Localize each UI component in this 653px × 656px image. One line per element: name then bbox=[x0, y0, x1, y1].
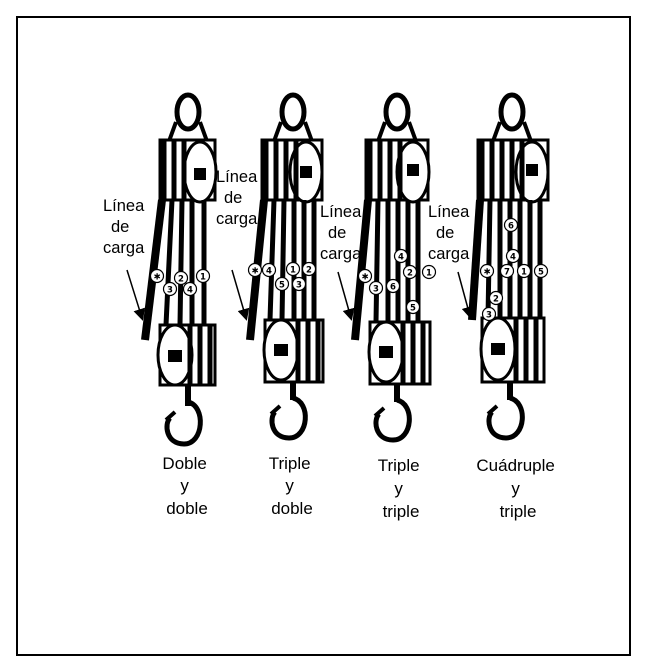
line-marker: 5 bbox=[410, 304, 416, 314]
caption-line: Triple bbox=[269, 454, 311, 473]
caption-line: Triple bbox=[378, 456, 420, 475]
line-marker: 5 bbox=[538, 268, 544, 278]
top-shackle bbox=[273, 95, 313, 144]
rope-lines bbox=[472, 200, 540, 320]
load-line-label: Línea de carga bbox=[216, 168, 262, 228]
hoist-caption: Triple y triple bbox=[378, 456, 425, 521]
line-marker: 1 bbox=[426, 269, 432, 279]
line-marker: 6 bbox=[390, 283, 396, 293]
caption-line: doble bbox=[271, 499, 313, 518]
line-marker: 2 bbox=[306, 266, 312, 276]
line-marker: 2 bbox=[178, 275, 184, 285]
load-line-label-word: carga bbox=[320, 245, 362, 263]
load-line-label-word: carga bbox=[216, 210, 258, 228]
upper-block bbox=[366, 140, 429, 202]
line-marker: ✱ bbox=[483, 268, 490, 278]
line-marker: ✱ bbox=[361, 273, 368, 283]
load-line-label: Línea de carga bbox=[103, 197, 149, 257]
line-marker: 7 bbox=[504, 268, 510, 278]
line-marker: 2 bbox=[407, 269, 413, 279]
lower-block bbox=[158, 325, 215, 385]
top-shackle bbox=[492, 95, 532, 144]
load-line-arrow bbox=[127, 270, 142, 318]
caption-line: y bbox=[285, 476, 294, 495]
hoist-caption: Triple y doble bbox=[269, 454, 316, 518]
line-marker: 3 bbox=[296, 281, 302, 291]
line-marker: 4 bbox=[266, 267, 272, 277]
line-marker: 5 bbox=[279, 281, 285, 291]
caption-line: triple bbox=[500, 502, 537, 521]
lower-block bbox=[264, 320, 323, 382]
bottom-hook bbox=[166, 386, 200, 444]
load-line-label-word: Línea bbox=[103, 197, 145, 215]
load-line-label: Línea de carga bbox=[428, 203, 474, 263]
load-line-label-word: de bbox=[436, 224, 454, 242]
top-shackle bbox=[168, 95, 208, 144]
line-marker: 4 bbox=[398, 253, 404, 263]
hoist-triple-double: Línea de carga ✱ 4 5 1 3 2 Triple y dobl… bbox=[216, 95, 323, 518]
hoist-triple-triple: Línea de carga ✱ 3 6 4 2 1 5 Triple y tr… bbox=[320, 95, 436, 521]
top-shackle bbox=[377, 95, 417, 144]
line-marker: 1 bbox=[521, 268, 527, 278]
line-marker: ✱ bbox=[251, 267, 258, 277]
bottom-hook bbox=[375, 385, 409, 440]
upper-block bbox=[478, 140, 548, 202]
load-line-label: Línea de carga bbox=[320, 203, 366, 263]
line-marker: 1 bbox=[200, 273, 206, 283]
line-marker: ✱ bbox=[153, 273, 160, 283]
line-marker: 6 bbox=[508, 222, 514, 232]
upper-block bbox=[160, 140, 216, 202]
bottom-hook bbox=[488, 383, 522, 438]
hoist-caption: Doble y doble bbox=[162, 454, 211, 518]
caption-line: y bbox=[394, 479, 403, 498]
load-line-label-word: Línea bbox=[216, 168, 258, 186]
load-line-label-word: Línea bbox=[320, 203, 362, 221]
line-marker: 4 bbox=[187, 286, 193, 296]
caption-line: triple bbox=[383, 502, 420, 521]
caption-line: y bbox=[180, 476, 189, 495]
load-line-label-word: Línea bbox=[428, 203, 470, 221]
line-marker: 1 bbox=[290, 266, 296, 276]
load-line-label-word: de bbox=[111, 218, 129, 236]
caption-line: Doble bbox=[162, 454, 206, 473]
caption-line: Cuádruple bbox=[476, 456, 554, 475]
load-line-label-word: de bbox=[224, 189, 242, 207]
load-line-arrow bbox=[232, 270, 246, 318]
upper-block bbox=[262, 140, 322, 202]
line-marker: 3 bbox=[486, 311, 492, 321]
load-line-label-word: carga bbox=[103, 239, 145, 257]
load-line-arrow bbox=[458, 272, 470, 316]
hoist-caption: Cuádruple y triple bbox=[476, 456, 559, 521]
hoist-double-double: Línea de carga ✱ 3 2 4 1 Doble y doble bbox=[103, 95, 216, 518]
load-line-label-word: de bbox=[328, 224, 346, 242]
line-marker: 3 bbox=[167, 286, 173, 296]
block-and-tackle-diagram: Línea de carga ✱ 3 2 4 1 Doble y doble bbox=[0, 0, 653, 637]
lower-block bbox=[481, 318, 544, 382]
lower-block bbox=[369, 322, 430, 384]
caption-line: doble bbox=[166, 499, 208, 518]
load-line-label-word: carga bbox=[428, 245, 470, 263]
line-marker: 3 bbox=[373, 285, 379, 295]
caption-line: y bbox=[511, 479, 520, 498]
load-line-arrow bbox=[338, 272, 351, 318]
line-marker: 4 bbox=[510, 253, 516, 263]
hoist-quadruple-triple: Línea de carga 6 ✱ 7 1 5 4 2 3 Cuádruple… bbox=[428, 95, 560, 521]
bottom-hook bbox=[271, 383, 305, 438]
line-marker: 2 bbox=[493, 295, 499, 305]
